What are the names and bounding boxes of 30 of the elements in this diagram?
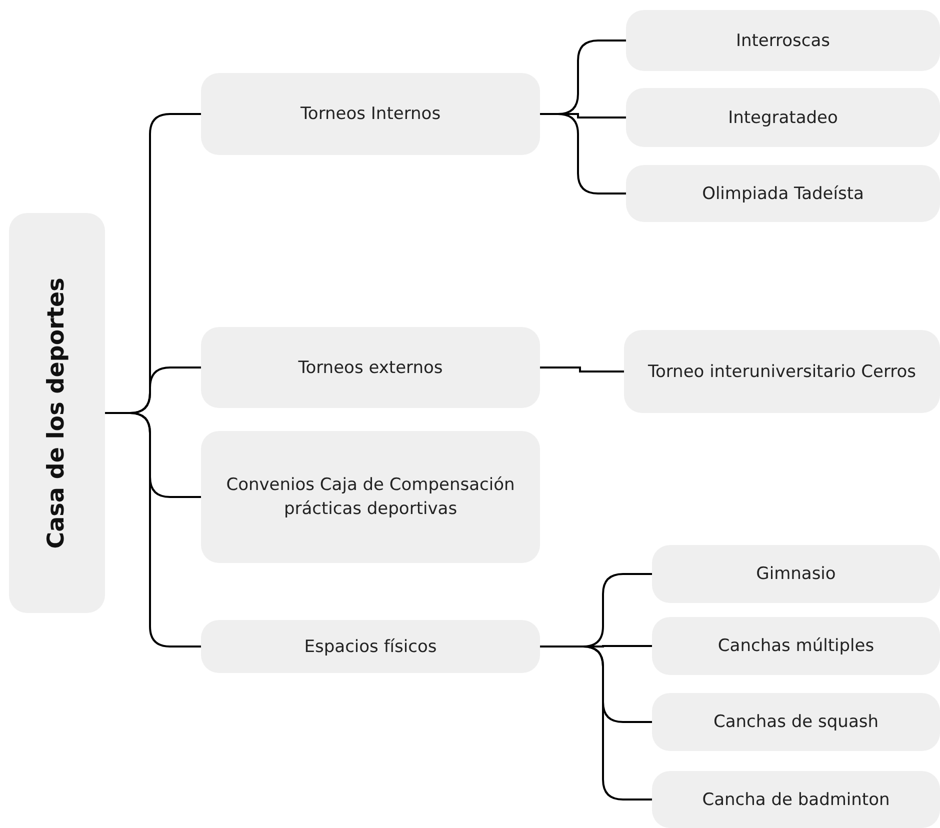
root-title: Casa de los deportes [42, 277, 71, 549]
topic-box [201, 327, 540, 408]
topic-label: Canchas de squash [714, 711, 878, 734]
connector-line [540, 366, 624, 372]
topic-box [652, 693, 940, 751]
topic-box [652, 771, 940, 828]
topic-box [626, 165, 940, 222]
topic-label: Olimpiada Tadeísta [702, 182, 864, 206]
topic-box [624, 330, 940, 413]
topic-box [652, 617, 940, 675]
root-box [9, 213, 105, 613]
topic-box [201, 431, 540, 563]
connector-line [540, 113, 626, 194]
topic-box [626, 10, 940, 71]
topic-box [626, 88, 940, 147]
topic-label: Canchas múltiples [718, 635, 874, 658]
topic-box [652, 545, 940, 603]
topic-label: Torneo interuniversitario Cerros [648, 360, 916, 384]
connector-line [540, 646, 652, 800]
topic-label: Gimnasio [756, 563, 836, 586]
topic-label: Espacios físicos [304, 636, 437, 658]
topic-label: Interroscas [736, 30, 830, 52]
topic-box [201, 73, 540, 155]
topic-label: Torneos Internos [300, 103, 441, 126]
topic-label: Convenios Caja de Compensación prácticas deportivas [225, 474, 516, 521]
connector-line [105, 412, 201, 648]
topic-label: Torneos externos [298, 356, 443, 380]
topic-label: Cancha de badminton [702, 788, 890, 812]
topic-box [201, 620, 540, 673]
topic-label: Integratadeo [728, 106, 838, 130]
